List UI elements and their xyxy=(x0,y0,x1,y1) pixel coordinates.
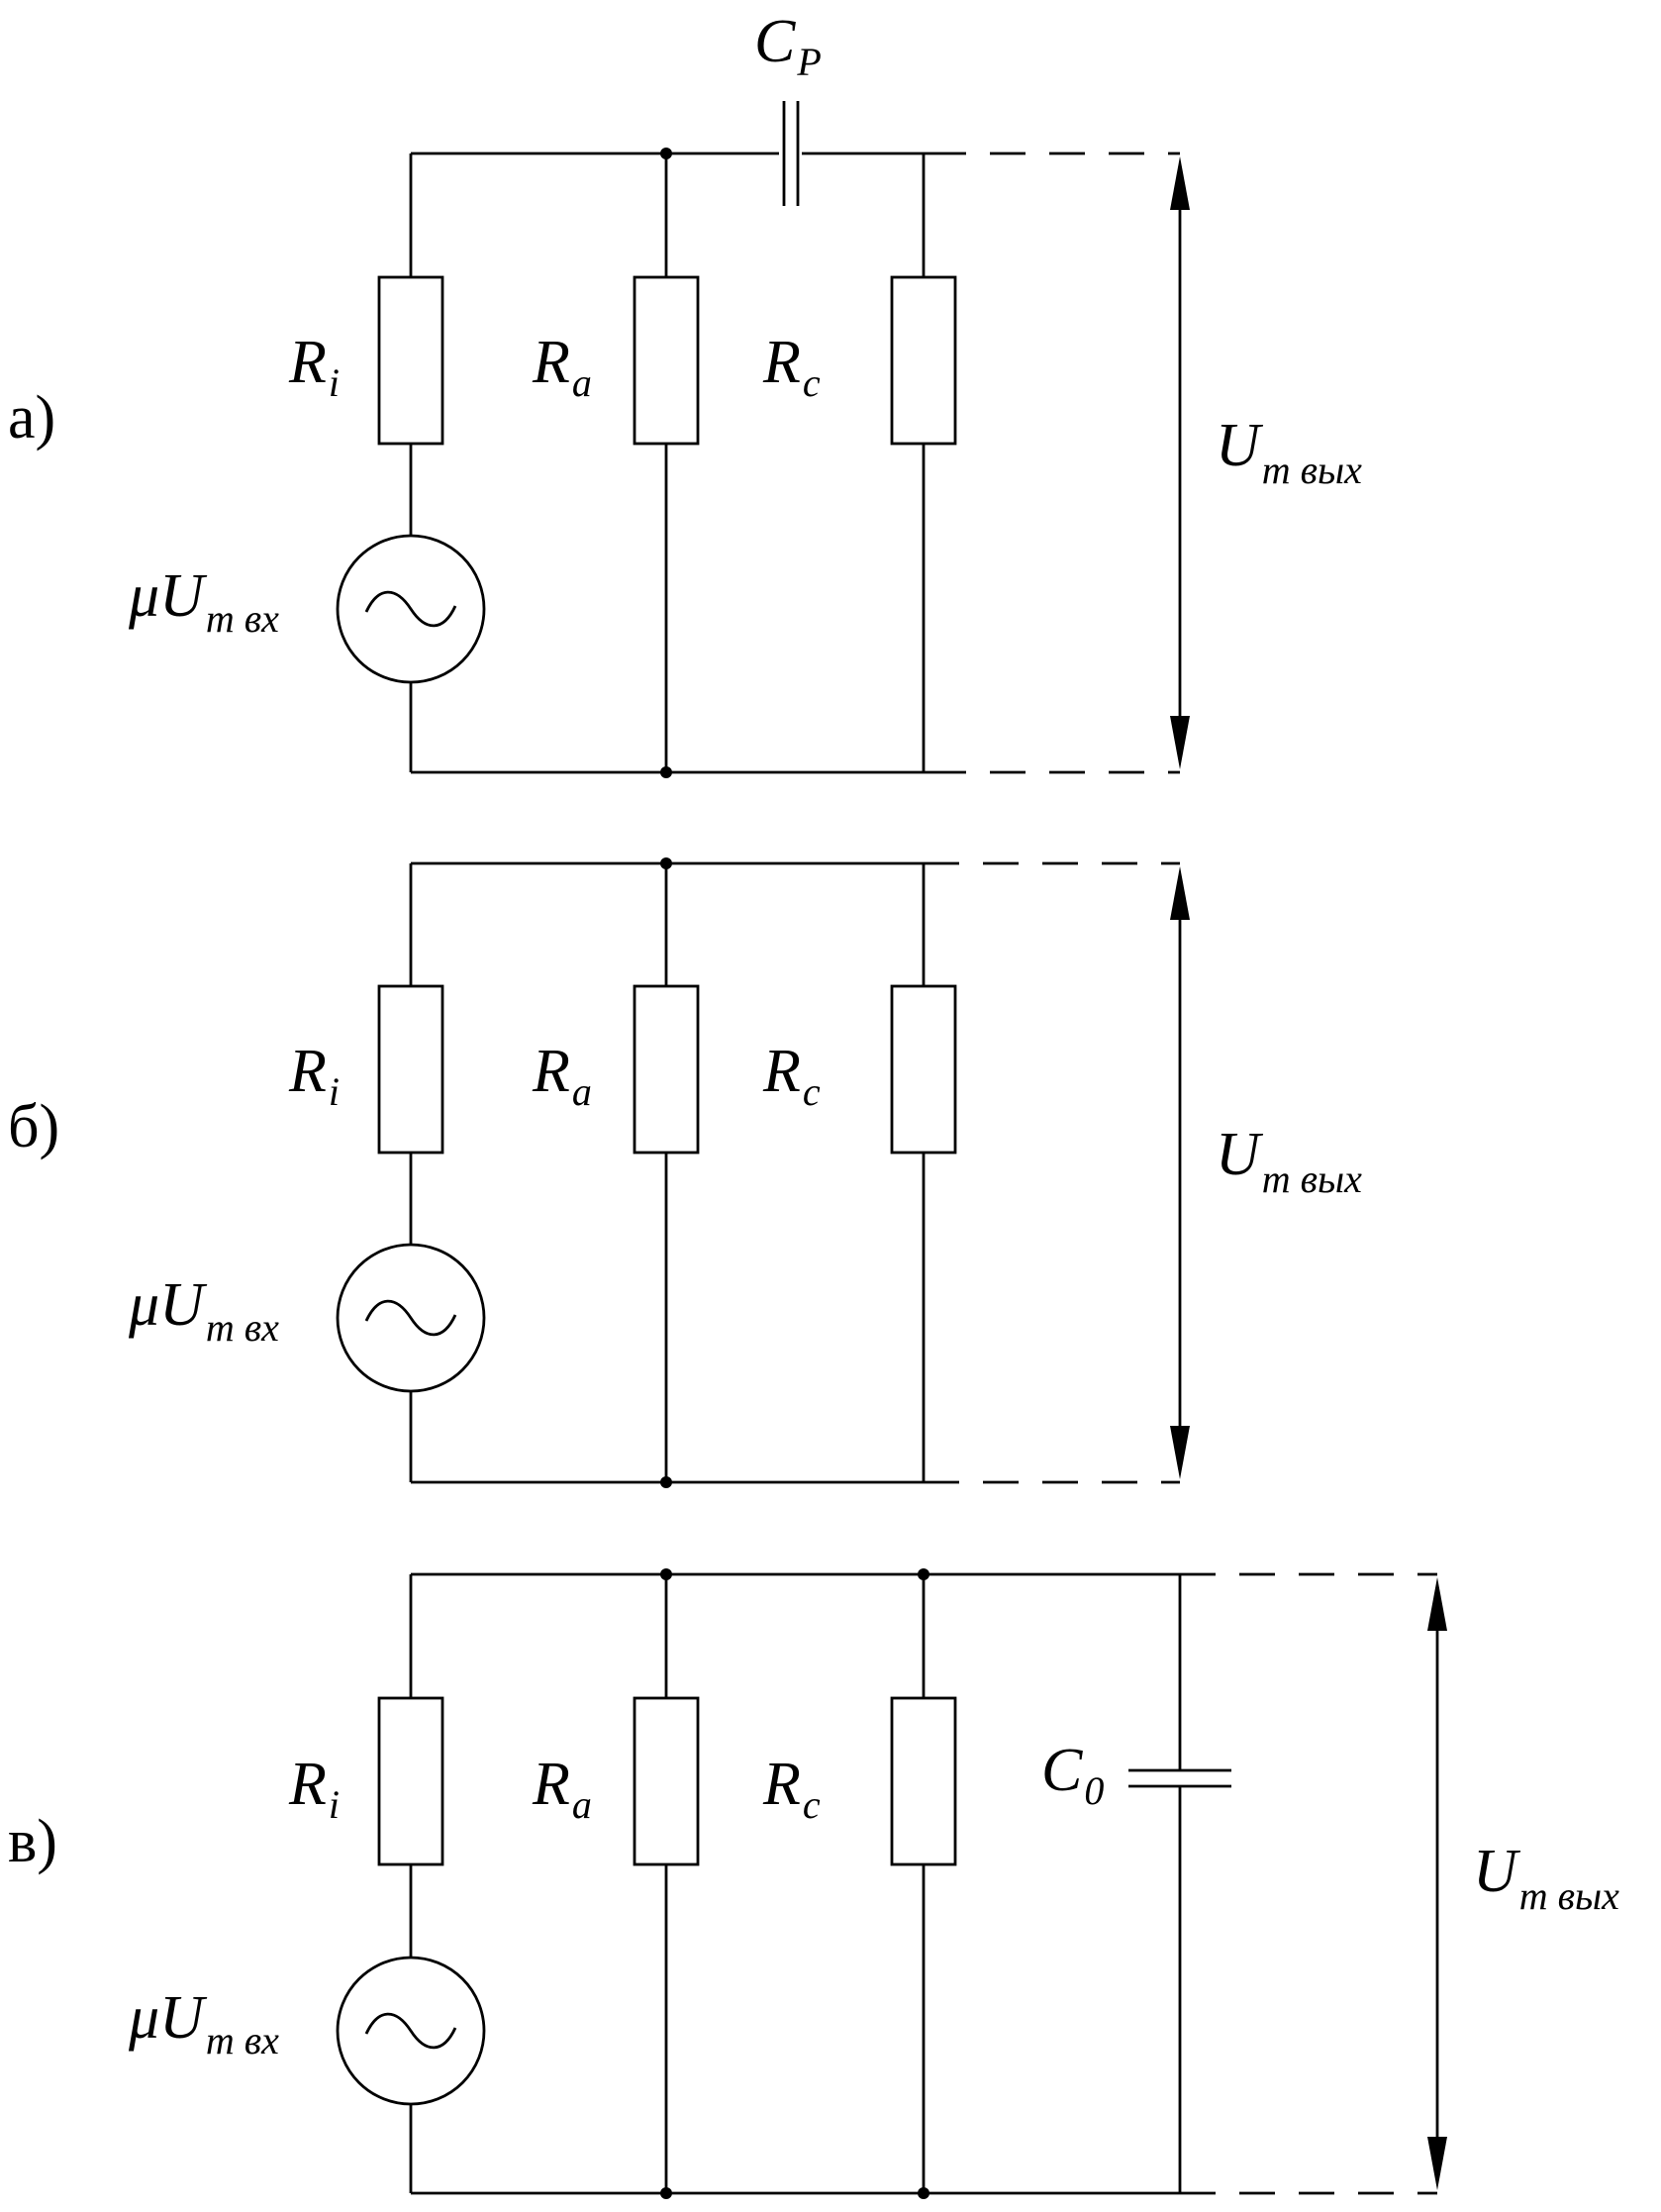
panel-b: б) Ri Ra Rc μUm вх Um вых xyxy=(8,857,1362,1488)
panel-a-output-arrow-up xyxy=(1170,156,1190,210)
panel-b-junction-top xyxy=(660,857,672,869)
panel-b-output-arrow-down xyxy=(1170,1426,1190,1479)
panel-a-resistor-ri xyxy=(377,275,444,446)
panel-c-junction-bottom-ra xyxy=(660,2187,672,2199)
panel-b-resistor-ra xyxy=(633,984,700,1155)
panel-c-sine-icon xyxy=(364,2012,457,2050)
panel-c-source-label: μUm вх xyxy=(128,1984,279,2062)
panel-c-output-arrow-up xyxy=(1427,1577,1447,1631)
panel-a-output-arrow-down xyxy=(1170,716,1190,769)
panel-c-capacitor-c0 xyxy=(1128,1768,1231,1788)
panel-a-ra-label: Ra xyxy=(532,329,592,405)
panel-a-label: а) xyxy=(8,384,55,452)
panel-a-rc-label: Rc xyxy=(762,329,821,405)
panel-c-resistor-ri xyxy=(377,1696,444,1866)
panel-c-junction-bottom-rc xyxy=(918,2187,929,2199)
panel-c-output-arrow-down xyxy=(1427,2137,1447,2190)
panel-a-resistor-ra xyxy=(633,275,700,446)
panel-b-output-label: Um вых xyxy=(1216,1121,1362,1201)
panel-c: в) Ri Ra Rc μUm вх C0 Um вых xyxy=(8,1568,1619,2199)
panel-c-junction-top-ra xyxy=(660,1568,672,1580)
panel-c-junction-top-rc xyxy=(918,1568,929,1580)
panel-c-output-label: Um вых xyxy=(1473,1838,1619,1918)
panel-a-junction-top xyxy=(660,148,672,159)
panel-a: а) Ri Ra Rc μUm вх CP Um вых xyxy=(8,8,1362,778)
panel-a-ri-label: Ri xyxy=(288,329,340,405)
panel-b-junction-bottom xyxy=(660,1476,672,1488)
panel-b-resistor-ri xyxy=(377,984,444,1155)
panel-b-source-label: μUm вх xyxy=(128,1271,279,1350)
panel-a-source-label: μUm вх xyxy=(128,562,279,641)
panel-b-sine-icon xyxy=(364,1299,457,1337)
panel-b-ri-label: Ri xyxy=(288,1038,340,1114)
panel-a-resistor-rc xyxy=(890,275,957,446)
panel-c-ri-label: Ri xyxy=(288,1751,340,1827)
panel-b-resistor-rc xyxy=(890,984,957,1155)
panel-b-output-arrow-up xyxy=(1170,866,1190,920)
panel-c-resistor-ra xyxy=(633,1696,700,1866)
panel-b-rc-label: Rc xyxy=(762,1038,821,1114)
panel-a-cp-label: CP xyxy=(754,8,822,84)
panel-c-resistor-rc xyxy=(890,1696,957,1866)
panel-c-rc-label: Rc xyxy=(762,1751,821,1827)
panel-c-c0-label: C0 xyxy=(1041,1737,1104,1813)
panel-b-label: б) xyxy=(8,1093,59,1160)
panel-a-sine-icon xyxy=(364,590,457,628)
panel-c-label: в) xyxy=(8,1808,57,1875)
panel-c-ra-label: Ra xyxy=(532,1751,592,1827)
panel-a-output-label: Um вых xyxy=(1216,412,1362,492)
panel-a-junction-bottom xyxy=(660,766,672,778)
panel-b-ra-label: Ra xyxy=(532,1038,592,1114)
panel-a-capacitor-cp xyxy=(782,101,800,206)
